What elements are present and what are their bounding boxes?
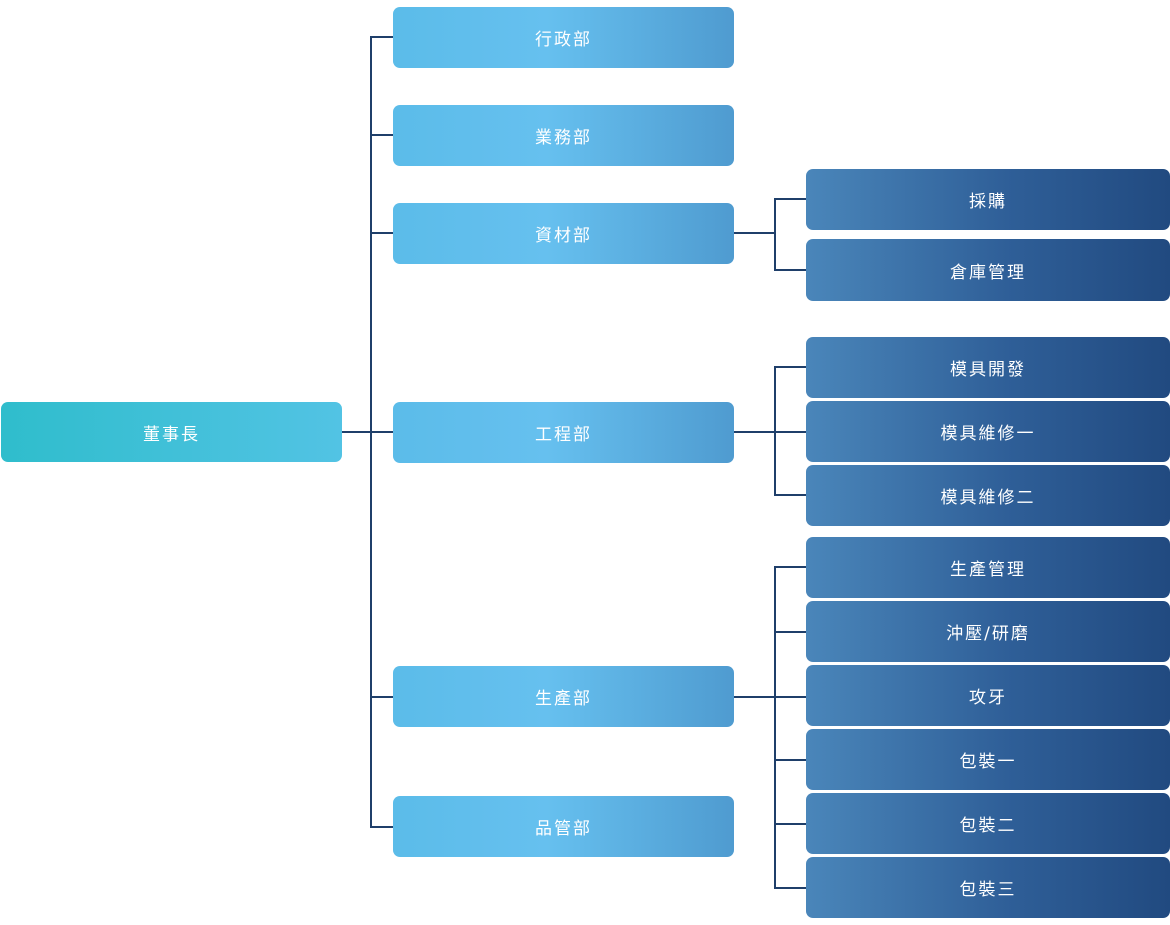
dept-node-engineering: 工程部: [393, 402, 734, 463]
dept-node-materials: 資材部: [393, 203, 734, 264]
unit-node-label: 包裝一: [959, 752, 1017, 772]
unit-node-label: 沖壓/研磨: [946, 624, 1030, 644]
dept-node-label: 生產部: [535, 689, 592, 709]
unit-node-label: 包裝二: [959, 816, 1017, 836]
unit-node-purchasing: 採購: [806, 169, 1170, 230]
unit-node-label: 模具開發: [950, 360, 1026, 380]
dept-node-label: 資材部: [535, 226, 592, 246]
dept-node-label: 工程部: [535, 425, 592, 445]
dept-node-sales: 業務部: [393, 105, 734, 166]
dept-node-label: 品管部: [535, 819, 592, 839]
unit-node-stamping-grinding: 沖壓/研磨: [806, 601, 1170, 662]
unit-node-packaging-3: 包裝三: [806, 857, 1170, 918]
unit-node-tapping: 攻牙: [806, 665, 1170, 726]
dept-node-admin: 行政部: [393, 7, 734, 68]
dept-node-production: 生產部: [393, 666, 734, 727]
unit-node-mold-development: 模具開發: [806, 337, 1170, 398]
unit-node-mold-repair-2: 模具維修二: [806, 465, 1170, 526]
unit-node-label: 採購: [969, 192, 1007, 212]
dept-node-label: 行政部: [535, 30, 592, 50]
unit-node-warehouse: 倉庫管理: [806, 239, 1170, 301]
dept-node-quality: 品管部: [393, 796, 734, 857]
unit-node-label: 倉庫管理: [950, 262, 1026, 283]
root-node-label: 董事長: [143, 424, 200, 445]
unit-node-label: 包裝三: [959, 880, 1017, 900]
dept-node-label: 業務部: [535, 128, 592, 148]
unit-node-production-management: 生產管理: [806, 537, 1170, 598]
unit-node-packaging-1: 包裝一: [806, 729, 1170, 790]
unit-node-label: 攻牙: [969, 688, 1007, 708]
unit-node-label: 模具維修一: [940, 424, 1036, 444]
unit-node-label: 生產管理: [950, 560, 1026, 580]
root-node-chairman: 董事長: [1, 402, 342, 462]
unit-node-mold-repair-1: 模具維修一: [806, 401, 1170, 462]
unit-node-packaging-2: 包裝二: [806, 793, 1170, 854]
unit-node-label: 模具維修二: [940, 488, 1036, 508]
